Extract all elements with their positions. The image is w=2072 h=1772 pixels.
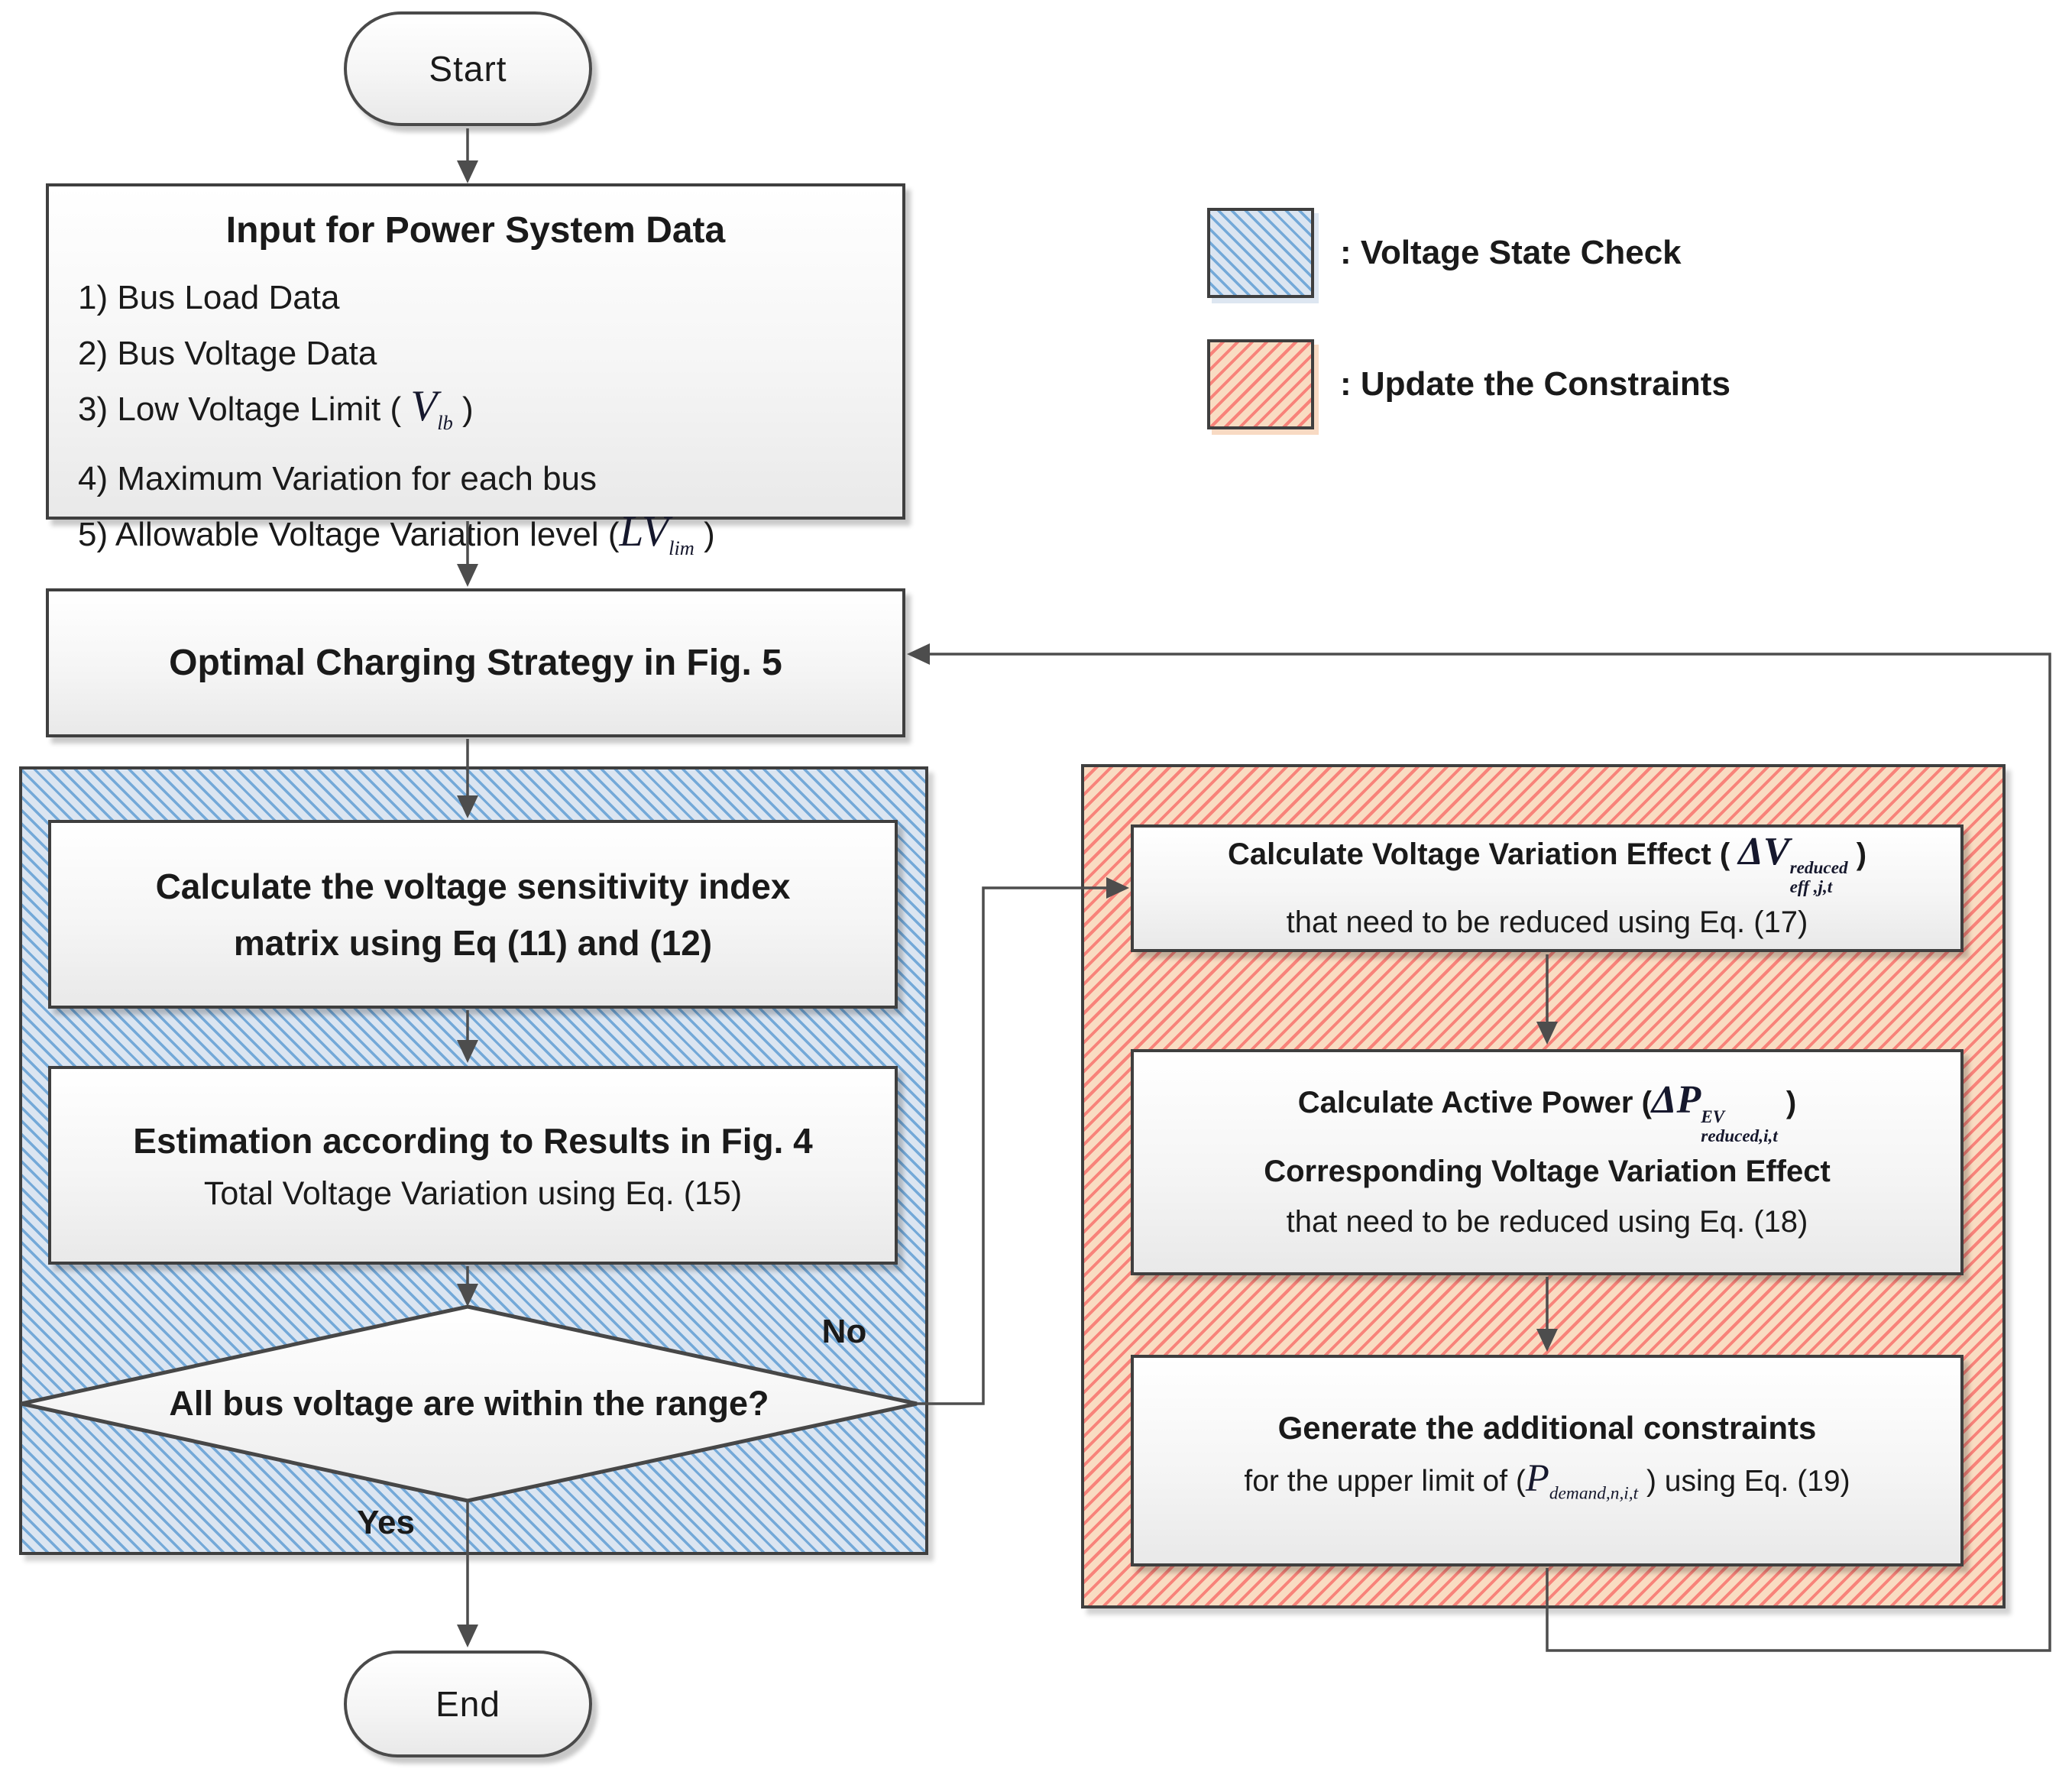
legend-swatch-blue-hatch-icon: [1207, 208, 1314, 298]
arrowhead-feedback-to-optimal: [907, 643, 930, 665]
input-item-4: 4) Maximum Variation for each bus: [78, 459, 597, 497]
math-delta-p-ev: ΔP: [1651, 1078, 1701, 1122]
arrowhead-start-to-input: [457, 160, 478, 183]
math-lv-lim: LV: [619, 507, 669, 556]
no-label: No: [821, 1313, 867, 1350]
legend-item-voltage-state-check: : Voltage State Check: [1207, 208, 1682, 298]
legend-swatch-red-hatch-icon: [1207, 339, 1314, 429]
input-item-list: 1) Bus Load Data 2) Bus Voltage Data 3) …: [49, 270, 902, 576]
math-delta-v-reduced: ΔV: [1738, 829, 1790, 873]
input-title: Input for Power System Data: [225, 210, 726, 251]
start-node: Start: [344, 11, 592, 126]
end-node: End: [344, 1651, 592, 1757]
yes-label: Yes: [357, 1504, 415, 1541]
calc-active-power-line3: that need to be reduced using Eq. (18): [1286, 1204, 1808, 1239]
generate-constraints-line2: for the upper limit of (Pdemand,n,i,t ) …: [1244, 1456, 1850, 1504]
decision-diamond: All bus voltage are within the range?: [18, 1304, 920, 1504]
end-label: End: [435, 1684, 500, 1724]
math-v-lb: V: [410, 382, 438, 430]
estimation-line2: Total Voltage Variation using Eq. (15): [203, 1175, 743, 1212]
calc-sensitivity-node: Calculate the voltage sensitivity index …: [48, 820, 898, 1009]
calc-sensitivity-line1: Calculate the voltage sensitivity index: [155, 866, 791, 906]
input-item-3: 3) Low Voltage Limit ( Vlb ): [78, 382, 474, 434]
start-label: Start: [429, 49, 507, 89]
input-item-2: 2) Bus Voltage Data: [78, 335, 377, 372]
calc-sensitivity-line2: matrix using Eq (11) and (12): [233, 922, 713, 963]
legend-label-update-constraints: : Update the Constraints: [1340, 365, 1730, 403]
connector-no-branch: [917, 886, 1108, 1405]
generate-constraints-node: Generate the additional constraints for …: [1131, 1355, 1964, 1566]
optimal-charging-label: Optimal Charging Strategy in Fig. 5: [169, 642, 782, 683]
legend-label-voltage-state-check: : Voltage State Check: [1340, 234, 1682, 271]
arrowhead-yes-branch: [457, 1625, 478, 1647]
math-p-demand: P: [1525, 1456, 1549, 1499]
calc-active-power-line2: Corresponding Voltage Variation Effect: [1264, 1154, 1831, 1188]
input-item-1: 1) Bus Load Data: [78, 279, 340, 316]
estimation-line1: Estimation according to Results in Fig. …: [133, 1121, 813, 1161]
calc-voltage-effect-line2: that need to be reduced using Eq. (17): [1286, 905, 1808, 940]
input-data-node: Input for Power System Data 1) Bus Load …: [46, 183, 905, 559]
legend-item-update-constraints: : Update the Constraints: [1207, 339, 1730, 429]
generate-constraints-line1: Generate the additional constraints: [1277, 1409, 1817, 1446]
input-item-5: 5) Allowable Voltage Variation level (LV…: [78, 507, 715, 559]
estimation-node: Estimation according to Results in Fig. …: [48, 1066, 898, 1265]
decision-label: All bus voltage are within the range?: [169, 1384, 769, 1423]
optimal-charging-node: Optimal Charging Strategy in Fig. 5: [46, 588, 905, 737]
